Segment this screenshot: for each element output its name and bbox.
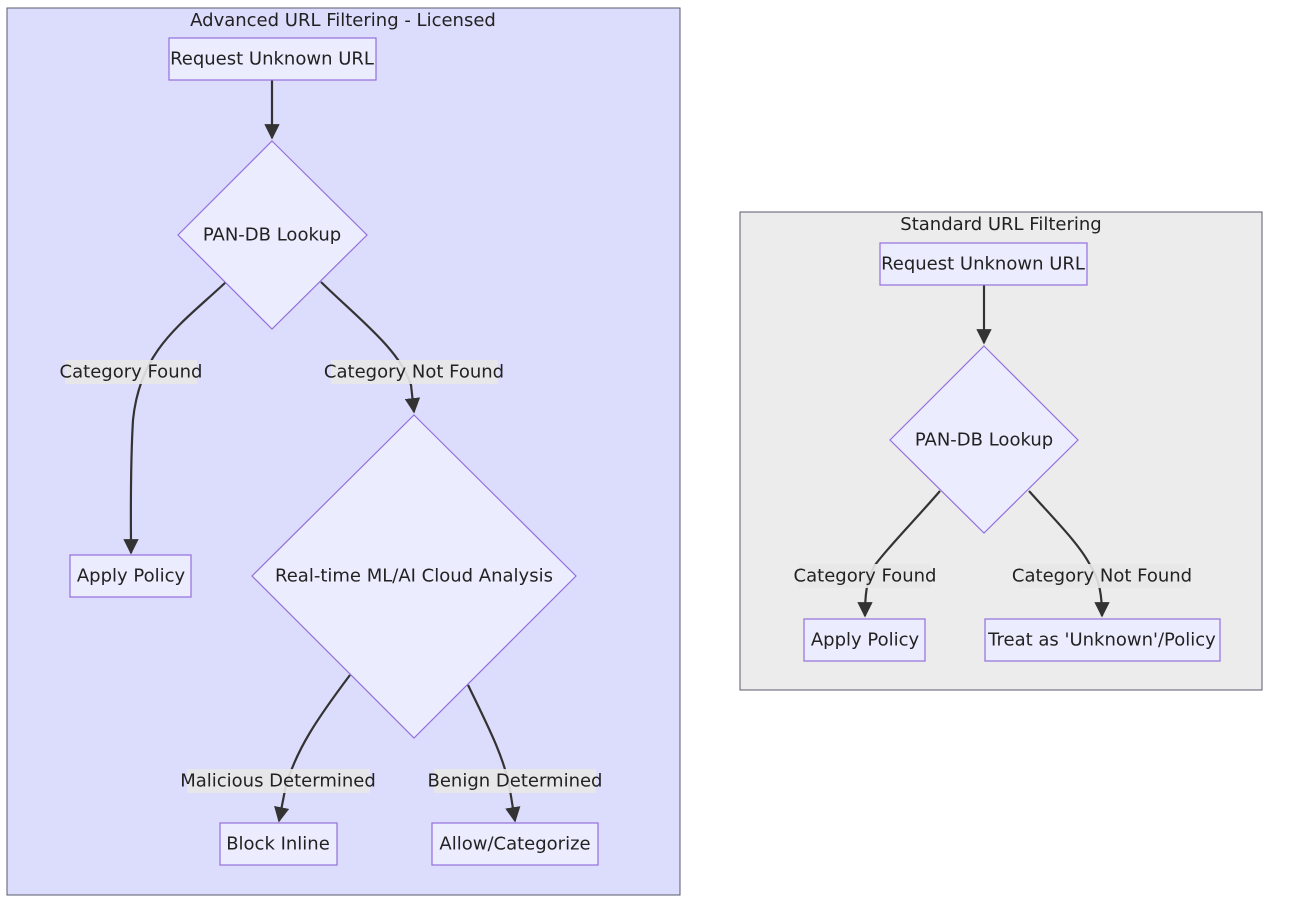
node-request-unknown-url: Request Unknown URL [168,37,377,81]
svg-text:Real-time ML/AI Cloud Analysis: Real-time ML/AI Cloud Analysis [275,566,553,587]
edge-label-benign-determined: Benign Determined [428,769,603,793]
svg-text:Category Found: Category Found [60,362,203,383]
svg-text:Allow/Categorize: Allow/Categorize [439,834,590,855]
advanced-cluster-box [6,7,681,896]
svg-text:Apply Policy: Apply Policy [77,566,186,587]
svg-text:Category Not Found: Category Not Found [1012,566,1192,587]
svg-text:Request Unknown URL: Request Unknown URL [881,254,1085,275]
edge-lookup-to-apply-policy [123,281,227,555]
edge-label-category-not-found: Category Not Found [324,360,504,384]
node-block-inline: Block Inline [219,822,338,866]
std-edge-label-category-found: Category Found [794,564,937,588]
node-apply-policy: Apply Policy [69,554,192,598]
advanced-cluster: Advanced URL Filtering - Licensed Catego… [6,7,681,896]
svg-text:Category Not Found: Category Not Found [324,362,504,383]
advanced-cluster-title: Advanced URL Filtering - Licensed [190,10,496,31]
std-edge-label-category-not-found: Category Not Found [1012,564,1192,588]
std-node-apply-policy: Apply Policy [803,618,926,662]
edge-label-malicious-determined: Malicious Determined [180,769,376,793]
svg-text:Malicious Determined: Malicious Determined [180,771,376,792]
node-pan-db-lookup: PAN-DB Lookup [177,140,368,330]
std-node-treat-as-unknown: Treat as 'Unknown'/Policy [984,618,1221,662]
standard-cluster-title: Standard URL Filtering [900,214,1101,235]
svg-text:Block Inline: Block Inline [226,834,330,855]
node-ml-ai-cloud-analysis: Real-time ML/AI Cloud Analysis [251,414,577,739]
svg-text:Apply Policy: Apply Policy [811,630,920,651]
svg-text:Category Found: Category Found [794,566,937,587]
node-allow-categorize: Allow/Categorize [431,822,599,866]
std-node-pan-db-lookup: PAN-DB Lookup [889,345,1079,534]
svg-text:PAN-DB Lookup: PAN-DB Lookup [915,430,1053,451]
standard-cluster: Standard URL Filtering Category Found Ca… [739,211,1263,691]
svg-text:Benign Determined: Benign Determined [428,771,603,792]
svg-text:PAN-DB Lookup: PAN-DB Lookup [203,225,341,246]
std-node-request-unknown-url: Request Unknown URL [879,242,1088,286]
svg-text:Treat as 'Unknown'/Policy: Treat as 'Unknown'/Policy [987,630,1216,651]
svg-text:Request Unknown URL: Request Unknown URL [170,49,374,70]
edge-label-category-found: Category Found [60,360,203,384]
